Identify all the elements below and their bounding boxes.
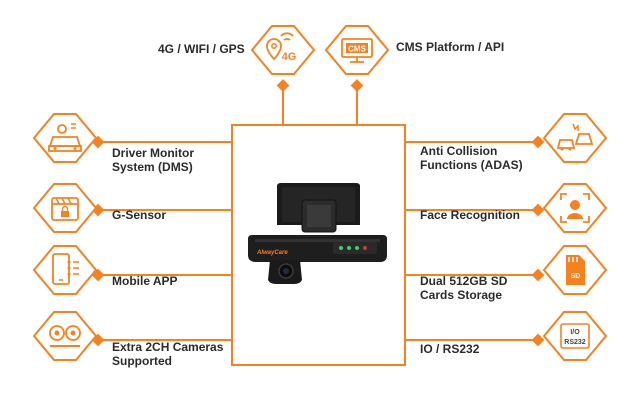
badge-rs232: RS232 [564, 339, 586, 346]
mobile-app-icon [33, 245, 97, 295]
right-connectors [405, 135, 545, 347]
top-connectors [276, 79, 364, 125]
label-io-rs232: IO / RS232 [420, 342, 480, 356]
left-connectors [91, 135, 232, 347]
badge-4g: 4G [282, 51, 297, 63]
g-sensor-icon [33, 183, 97, 233]
mdvr-device: AlwayCare [248, 183, 387, 284]
label-4g-wifi-gps: 4G / WIFI / GPS [158, 42, 245, 56]
label-dms: Driver Monitor System (DMS) [112, 146, 195, 174]
badge-cms: CMS [348, 45, 366, 54]
wifi-location-4g-icon: 4G [251, 25, 315, 75]
cms-monitor-icon: CMS [325, 25, 389, 75]
badge-sd: SD [571, 273, 581, 280]
label-g-sensor: G-Sensor [112, 208, 167, 222]
face-recognition-icon [543, 183, 607, 233]
device-brand-label: AlwayCare [256, 250, 288, 256]
label-sd-storage: Dual 512GB SD Cards Storage [420, 274, 508, 302]
label-mobile-app: Mobile APP [112, 274, 178, 288]
driver-monitor-icon [33, 113, 97, 163]
label-adas: Anti Collision Functions (ADAS) [420, 144, 523, 172]
io-rs232-icon: I/O RS232 [543, 311, 607, 361]
sd-card-icon: SD [543, 245, 607, 295]
collision-icon [543, 113, 607, 163]
badge-io: I/O [570, 329, 580, 336]
label-extra-cameras: Extra 2CH Cameras Supported [112, 340, 224, 368]
label-face-recognition: Face Recognition [420, 208, 521, 222]
label-cms-platform: CMS Platform / API [396, 40, 505, 54]
dual-camera-icon [33, 311, 97, 361]
